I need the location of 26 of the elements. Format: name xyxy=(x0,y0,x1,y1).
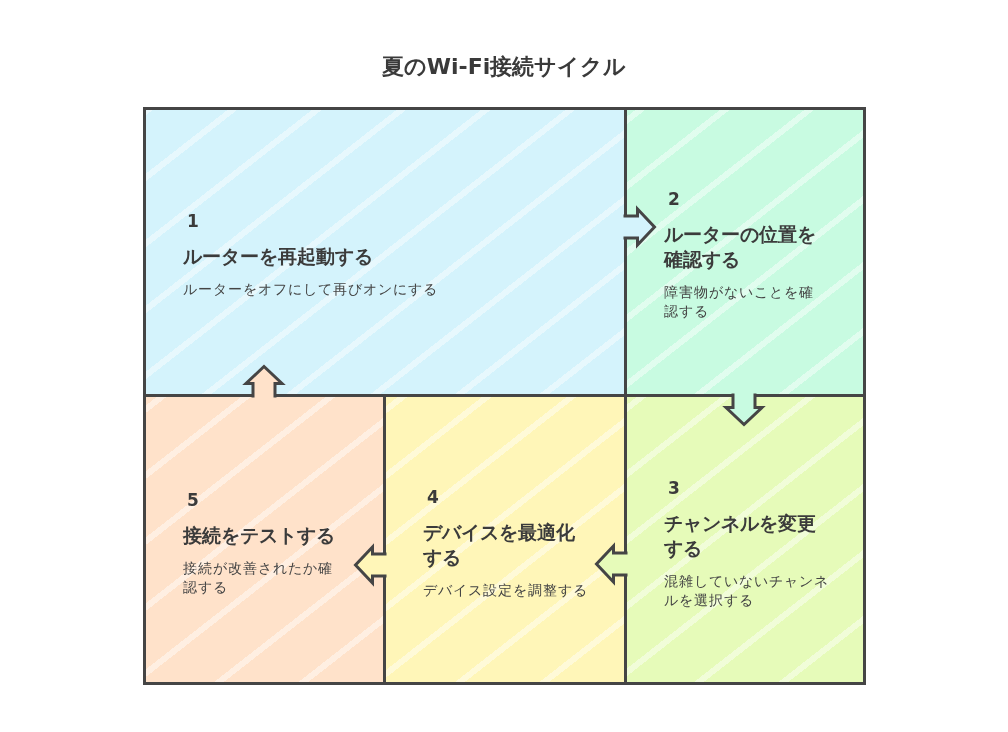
step-number: 2 xyxy=(668,187,680,210)
step-panel xyxy=(624,107,866,397)
step-number: 1 xyxy=(187,209,199,232)
step-title: ルーターを再起動する xyxy=(183,243,373,269)
step-panel xyxy=(383,394,627,685)
step-panel xyxy=(143,394,386,685)
step-panel xyxy=(624,394,866,685)
step-description: 障害物がないことを確認する xyxy=(664,282,815,321)
step-title: ルーターの位置を確認する xyxy=(664,221,817,272)
arrow xyxy=(242,364,286,399)
step-description: 接続が改善されたか確認する xyxy=(183,558,334,597)
diagram-title: 夏のWi-Fi接続サイクル xyxy=(381,53,627,81)
step-description: ルーターをオフにして再びオンにする xyxy=(183,279,438,299)
arrow xyxy=(594,542,629,586)
arrow xyxy=(353,543,388,587)
step-title: チャンネルを変更する xyxy=(664,511,817,561)
step-number: 4 xyxy=(427,485,439,508)
arrow xyxy=(722,392,766,427)
step-title: デバイスを最適化する xyxy=(423,519,576,570)
arrow xyxy=(622,205,657,249)
step-description: 混雑していないチャンネルを選択する xyxy=(664,572,830,610)
step-number: 5 xyxy=(187,488,199,511)
step-panel xyxy=(143,107,627,397)
step-number: 3 xyxy=(668,477,680,499)
step-title: 接続をテストする xyxy=(183,522,335,548)
step-description: デバイス設定を調整する xyxy=(423,580,588,600)
